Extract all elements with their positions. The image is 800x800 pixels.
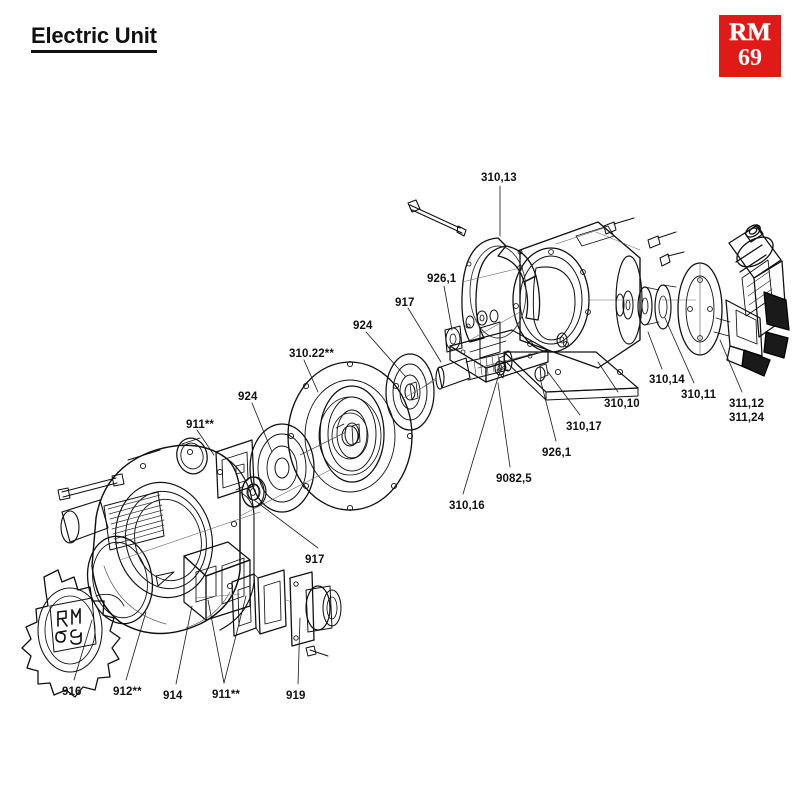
callout-9082-5: 9082,5 — [496, 473, 532, 485]
callout-310-11: 310,11 — [681, 389, 717, 401]
part-clamp-926-1 — [444, 325, 463, 353]
brand-logo-rm69: RM 69 — [719, 15, 781, 77]
part-long-bolt-top — [407, 199, 467, 237]
callout-912: 912** — [113, 686, 142, 698]
callout-917-a: 917 — [395, 297, 415, 309]
brand-logo-line2: 69 — [738, 45, 762, 71]
callout-926-1-a: 926,1 — [427, 273, 457, 285]
page-title: Electric Unit — [31, 24, 157, 54]
leader-lines — [73, 185, 743, 685]
callout-911-a: 911** — [186, 419, 215, 431]
part-gasket-frame-911-lower — [231, 569, 287, 637]
callout-919: 919 — [286, 690, 306, 702]
part-diaphragm-924-lower — [249, 423, 315, 513]
callout-310-17: 310,17 — [566, 421, 602, 433]
part-bolts-upper — [603, 217, 685, 267]
part-seal-ring-912 — [86, 535, 154, 625]
part-motor-housing-914 — [57, 444, 255, 635]
part-spacer-disc-310-14 — [654, 284, 677, 330]
part-motor-end-plate — [677, 262, 723, 356]
part-motor-mount-bracket — [713, 291, 790, 377]
callout-916: 916 — [62, 686, 82, 698]
callout-310-10: 310,10 — [604, 398, 640, 410]
callout-911-b: 911** — [212, 689, 241, 701]
part-oval-seal-911-upper — [176, 437, 208, 475]
part-diaphragm-924-upper — [319, 385, 385, 483]
callout-311: 311,12 311,24 — [729, 398, 765, 424]
callout-924-b: 924 — [238, 391, 258, 403]
callout-310-22: 310.22** — [289, 348, 334, 360]
construction-lines — [119, 231, 697, 603]
part-pump-body-housing — [503, 221, 643, 401]
callout-914: 914 — [163, 690, 183, 702]
part-electric-motor — [728, 224, 787, 338]
part-gasket-frame-911-upper — [215, 439, 255, 499]
part-gasket-ring-310-13 — [461, 237, 541, 343]
callout-917-b: 917 — [305, 554, 325, 566]
part-end-cap-919 — [289, 571, 342, 657]
brand-logo-line1: RM — [729, 19, 771, 46]
callout-924-a: 924 — [353, 320, 373, 332]
part-drive-shaft — [435, 350, 513, 390]
part-fan-cover-916 — [21, 569, 125, 698]
callout-310-14: 310,14 — [649, 374, 685, 386]
part-flange-plate-310-22 — [287, 360, 414, 512]
part-washer-stack-right — [615, 290, 634, 320]
part-eyelet-upper — [241, 476, 267, 508]
callout-310-16: 310,16 — [449, 500, 485, 512]
callout-310-13: 310,13 — [481, 172, 517, 184]
callout-926-1-b: 926,1 — [542, 447, 572, 459]
